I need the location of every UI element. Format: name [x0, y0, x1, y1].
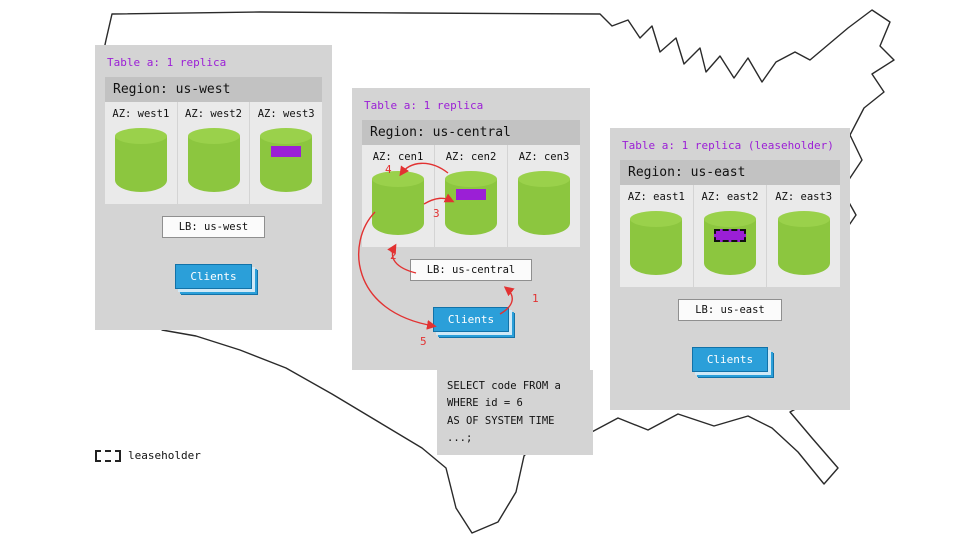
- az-column-east2: AZ: east2: [692, 185, 767, 287]
- load-balancer-us-east: LB: us-east: [678, 299, 782, 321]
- flow-step-4: 4: [385, 163, 392, 176]
- replica-cylinder: [630, 211, 683, 275]
- region-panel-us-central: Table a: 1 replica Region: us-central AZ…: [352, 88, 590, 370]
- sql-line: SELECT code FROM a: [447, 380, 561, 392]
- sql-query-box: SELECT code FROM a WHERE id = 6 AS OF SY…: [437, 370, 593, 456]
- flow-step-1: 1: [532, 292, 539, 305]
- leaseholder-swatch-icon: [95, 449, 121, 462]
- range-marker: [271, 146, 302, 157]
- replica-cylinder: [518, 171, 570, 235]
- az-area: AZ: cen1 AZ: cen2 AZ: cen3: [362, 145, 580, 247]
- region-title: Region: us-east: [620, 160, 840, 185]
- az-column-west2: AZ: west2: [176, 102, 250, 204]
- az-column-cen2: AZ: cen2: [434, 145, 507, 247]
- az-label: AZ: east2: [701, 191, 759, 203]
- replica-cylinder: [372, 171, 424, 235]
- az-label: AZ: cen2: [445, 151, 497, 163]
- region-panel-us-east: Table a: 1 replica (leaseholder) Region:…: [610, 128, 850, 410]
- clients-box-us-central: Clients: [432, 307, 510, 332]
- clients-box-us-east: Clients: [691, 347, 769, 372]
- az-column-east1: AZ: east1: [620, 185, 693, 287]
- replica-cylinder: [187, 128, 240, 192]
- load-balancer-us-central: LB: us-central: [409, 259, 533, 281]
- replica-cylinder: [445, 171, 497, 235]
- az-label: AZ: east3: [775, 191, 833, 203]
- legend-leaseholder: leaseholder: [95, 449, 201, 462]
- flow-step-3: 3: [433, 207, 440, 220]
- range-marker: [456, 189, 486, 200]
- replica-cylinder: [114, 128, 167, 192]
- replica-cylinder: [777, 211, 830, 275]
- leaseholder-marker: [714, 229, 746, 242]
- region-panel-us-west: Table a: 1 replica Region: us-west AZ: w…: [95, 45, 332, 330]
- replica-cylinder: [704, 211, 756, 275]
- table-replica-caption: Table a: 1 replica (leaseholder): [622, 139, 834, 152]
- az-label: AZ: east1: [627, 191, 685, 203]
- az-area: AZ: west1 AZ: west2 AZ: west3: [105, 102, 322, 204]
- sql-line: AS OF SYSTEM TIME ...;: [447, 414, 555, 444]
- az-label: AZ: west2: [185, 108, 242, 120]
- sql-line: WHERE id = 6: [447, 397, 523, 410]
- az-area: AZ: east1 AZ: east2 AZ: east3: [620, 185, 840, 287]
- table-replica-caption: Table a: 1 replica: [364, 99, 484, 112]
- az-column-east3: AZ: east3: [766, 185, 840, 287]
- az-column-west1: AZ: west1: [105, 102, 177, 204]
- table-replica-caption: Table a: 1 replica: [107, 56, 227, 69]
- load-balancer-us-west: LB: us-west: [161, 216, 266, 238]
- clients-box-us-west: Clients: [175, 264, 252, 289]
- az-label: AZ: cen3: [518, 151, 570, 163]
- az-column-cen1: AZ: cen1: [362, 145, 434, 247]
- az-label: AZ: cen1: [372, 151, 424, 163]
- az-label: AZ: west1: [112, 108, 170, 120]
- az-column-cen3: AZ: cen3: [507, 145, 580, 247]
- legend-label: leaseholder: [128, 449, 201, 462]
- flow-step-2: 2: [390, 249, 397, 262]
- az-label: AZ: west3: [257, 108, 315, 120]
- region-title: Region: us-west: [105, 77, 322, 102]
- region-title: Region: us-central: [362, 120, 580, 145]
- az-column-west3: AZ: west3: [249, 102, 322, 204]
- replica-cylinder: [260, 128, 313, 192]
- flow-step-5: 5: [420, 335, 427, 348]
